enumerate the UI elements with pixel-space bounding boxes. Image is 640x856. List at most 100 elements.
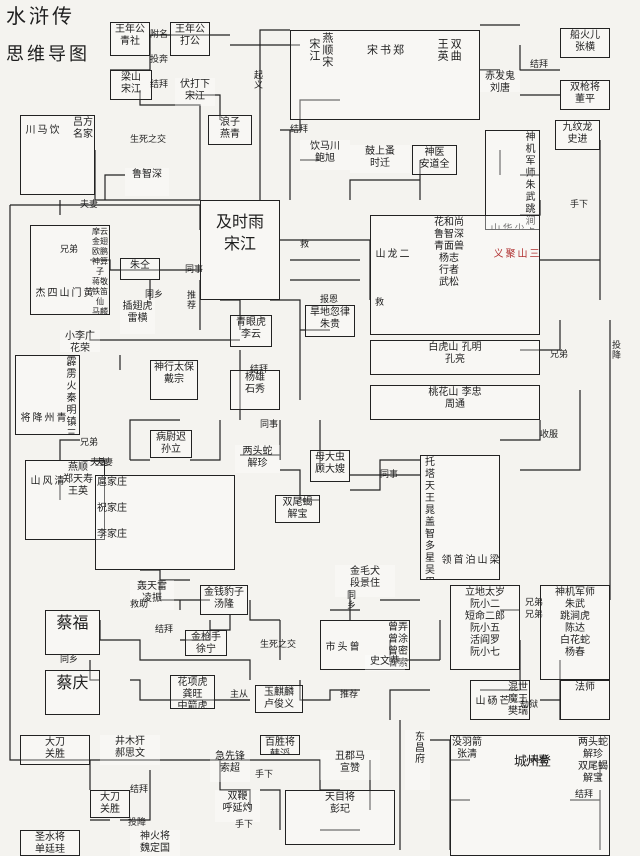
node-bao-shu: 病尉迟 孙立	[150, 430, 192, 458]
node-top-left-b: 王年公 打公	[170, 22, 210, 56]
node-wei-ding: 神火将 魏定国	[130, 830, 180, 856]
node-ling-zhen: 轰天雷 凌振	[130, 580, 174, 610]
node-center[interactable]: 及时雨 宋江	[200, 200, 280, 300]
node-ruan: 立地太岁 阮小二 短命二郎 阮小五 活阎罗 阮小七	[450, 585, 520, 670]
edge-label: 同事	[380, 470, 399, 480]
node-li-jia: 李家庄	[97, 529, 127, 540]
node-bai-hu: 白虎山 孔明 孔亮	[370, 340, 540, 375]
node-shi-jie-2: 金钱豹子 汤隆	[200, 585, 248, 615]
node-deng-list: 两头蛇 解珍 双尾蝎 解宝	[578, 737, 608, 784]
node-shao-hua-ruan: 神机军师 朱武 跳涧虎 陈达 白花蛇 杨春	[540, 585, 610, 680]
edge-label: 手下	[570, 200, 589, 210]
node-liang-shan-list: 托塔天王 晁盖 智多星 吴用 入云龙 公孙胜	[425, 457, 435, 579]
node-shi-qian: 鼓上蚤 时迁	[350, 145, 410, 173]
node-san-shan-label: 三 山 聚 义	[491, 247, 538, 259]
node-qing-feng: 清 风 山 燕顺 郑天寿 王英	[25, 460, 105, 540]
node-yin-mu: 饮马川 鲍旭	[300, 140, 350, 170]
edge-label: 兄弟	[60, 245, 79, 255]
node-xie: 旱地忽律 朱贵	[305, 305, 355, 337]
node-mang-dang-label: 芒 砀 山	[473, 694, 508, 706]
node-qing-feng-list: 燕顺 郑天寿 王英	[63, 462, 93, 497]
node-tao-hua-label: 桃花山	[428, 387, 459, 398]
node-qing-zhou-list: 霹雳火 秦明 镇三山 黄信	[66, 357, 77, 435]
edge-label: 报恩	[320, 295, 339, 305]
node-cha-yi: 插翅虎 雷横	[120, 300, 155, 334]
node-huo: 梁山 宋江	[110, 70, 152, 100]
node-yu-ma-chuan-label: 饮 马 川	[23, 123, 58, 135]
node-xiao-jie-c: 双曲 王英	[436, 38, 463, 62]
node-yu-ma-chuan: 饮 马 川 吕方 名家	[20, 115, 95, 195]
node-zeng-list: 曾弄 曾涂 曾密 曾索	[388, 622, 408, 669]
node-jin-mao: 金毛犬 段景住	[335, 565, 395, 597]
node-suo-chao: 急先锋 索超	[210, 750, 250, 782]
node-zhu-jia: 祝家庄	[97, 503, 127, 514]
node-er-long-list: 花和尚 鲁智深 青面兽 杨志 行者 武松	[434, 217, 464, 288]
node-gong-wang: 花项虎 龚旺 中箭虎 丁得孙	[170, 675, 215, 709]
edge-label: 收服	[540, 430, 559, 440]
node-liang-shan: 托塔天王 晁盖 智多星 吴用 入云龙 公孙胜 梁 山 泊 首 领	[420, 455, 500, 580]
node-shi-jin: 九纹龙 史进	[555, 120, 600, 150]
edge-label: 投降	[610, 340, 620, 360]
node-hu-yan: 双鞭 呼延灼	[215, 790, 260, 822]
edge-label: 结拜	[155, 625, 174, 635]
node-xiao-jie: 燕顺宋 宋江 郑 书 宋 双曲 王英	[290, 30, 480, 120]
edge-label: 手下	[235, 820, 254, 830]
node-xuan-zan: 丑郡马 宣赞	[320, 750, 380, 780]
edge-label: 结拜	[290, 125, 309, 135]
node-dong-ping: 双枪将 董平	[560, 80, 610, 110]
node-bai-hu-list: 孔明 孔亮	[445, 342, 482, 365]
page-subtitle: 思维导图	[6, 44, 90, 65]
node-qing-zhou-label: 青 州 降 将	[18, 411, 65, 423]
edge-label: 附名	[150, 30, 169, 40]
node-xu-ning: 金枪手 徐宁	[185, 630, 227, 656]
edge-label: 夫妻	[95, 458, 114, 468]
node-zeng-tou: 曾 头 市 曾弄 曾涂 曾密 曾索	[320, 620, 410, 670]
node-zhang-heng: 船火儿 张横	[560, 28, 610, 58]
edge-label: 救助	[130, 600, 149, 610]
node-shan-ting: 圣水将 单廷珪	[20, 830, 80, 856]
edge-label: 夫妻	[530, 755, 549, 765]
node-hao-si: 井木犴 郝思文	[100, 735, 160, 765]
node-da-dao: 大刀 关胜	[90, 790, 130, 818]
node-dong-chang-label: 东昌府	[412, 731, 424, 764]
node-tao-hua: 桃花山 李忠 周通	[370, 385, 540, 420]
node-lu-jun: 玉麒麟 卢俊义	[255, 685, 303, 713]
node-xie-bao: 双尾蝎 解宝	[275, 495, 320, 523]
edge-label: 兄弟	[80, 438, 99, 448]
edge-label: 夫妻	[80, 200, 99, 210]
node-yang-xiong: 杨雄 石秀	[230, 370, 280, 410]
node-deng-zhou-label: 登 州 城	[511, 754, 550, 768]
node-yu-fu: 吕方 名家	[73, 117, 93, 140]
node-dong-chang: 东昌府	[405, 730, 430, 790]
node-top-left-a: 王年公 青社	[110, 22, 150, 56]
node-huang-men: 黄 门 山 四 杰 摩云金翅 欧鹏 神算子 蒋敬 铁笛仙 马麟 九尾龟 陶宗旺	[30, 225, 110, 315]
edge-label: 劫狱	[520, 700, 539, 710]
node-mang-list: 混世魔王 樊瑞	[508, 682, 528, 717]
node-er-long-label: 二 龙 山	[373, 247, 408, 259]
node-hua-rong: 小李广 花荣	[60, 330, 100, 352]
edge-label: 同乡	[145, 290, 164, 300]
node-xiong-di: 兄弟	[525, 610, 544, 620]
edge-label: 结拜	[130, 785, 149, 795]
node-mang-dang: 芒 砀 山 混世魔王 樊瑞	[470, 680, 530, 720]
node-shao-hua-list: 神机军师 朱武 跳涧虎 陈达 白花蛇 杨春	[525, 132, 536, 229]
node-zhu-jia-group: 扈家庄 祝家庄 李家庄	[95, 475, 235, 570]
node-cai-fu: 蔡福	[45, 610, 100, 655]
edge-label: 结拜	[575, 790, 594, 800]
node-liang-shan-label: 梁 山 泊 首 领	[439, 553, 498, 565]
node-bai-hu-label: 白虎山	[428, 342, 459, 353]
node-qing-yan: 青眼虎 李云	[230, 315, 272, 347]
node-hu-jia: 扈家庄	[97, 477, 127, 488]
edge-label: 同乡	[60, 655, 79, 665]
edge-label: 生死之交	[260, 640, 297, 650]
node-peng-qi: 天目将 彭玘	[285, 790, 395, 845]
node-zeng-tou-label: 曾 头 市	[323, 640, 358, 652]
edge-label: 救	[375, 298, 385, 308]
node-jie-zhen: 两头蛇 解珍	[235, 445, 280, 473]
node-qing-feng-label: 清 风 山	[28, 474, 63, 486]
node-gu-da: 母大虫 顾大嫂	[310, 450, 350, 482]
edge-label: 投降	[128, 818, 147, 828]
node-tao-hua-list: 李忠 周通	[445, 387, 482, 410]
edge-label: 投奔	[150, 55, 169, 65]
